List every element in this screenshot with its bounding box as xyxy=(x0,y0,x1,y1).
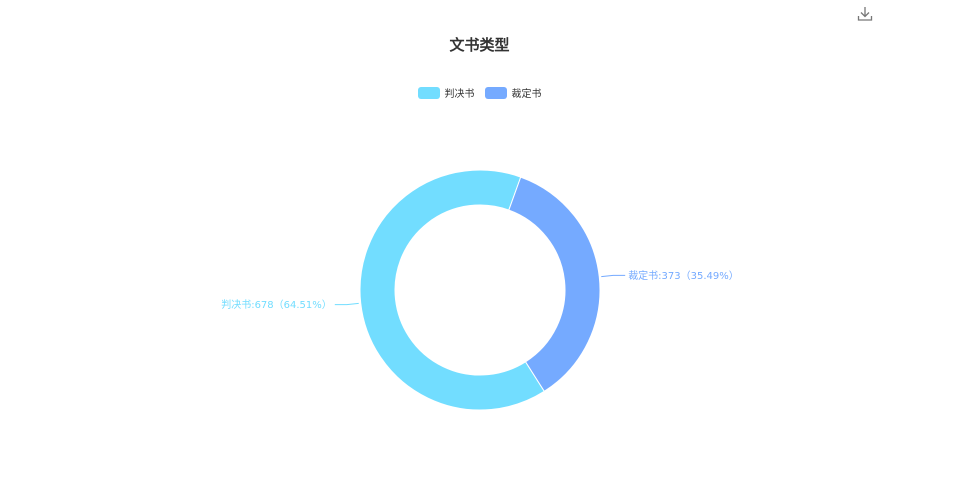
leader-line-判决书 xyxy=(334,302,359,306)
legend-item-判决书[interactable]: 判决书 xyxy=(417,85,475,100)
legend-label: 裁定书 xyxy=(511,89,542,100)
legend-item-裁定书[interactable]: 裁定书 xyxy=(484,85,542,100)
slice-label-判决书: 判决书:678（64.51%） xyxy=(221,299,332,311)
legend: 判决书 裁定书 xyxy=(0,85,959,100)
download-button[interactable] xyxy=(855,4,875,24)
legend-swatch xyxy=(417,86,440,99)
leader-line-裁定书 xyxy=(601,274,626,278)
slice-判决书[interactable] xyxy=(359,169,545,411)
legend-label: 判决书 xyxy=(444,89,475,100)
legend-swatch xyxy=(484,86,507,99)
download-icon xyxy=(857,7,873,21)
slice-裁定书[interactable] xyxy=(508,176,601,393)
chart-title: 文书类型 xyxy=(449,36,510,54)
slice-label-裁定书: 裁定书:373（35.49%） xyxy=(628,269,739,282)
